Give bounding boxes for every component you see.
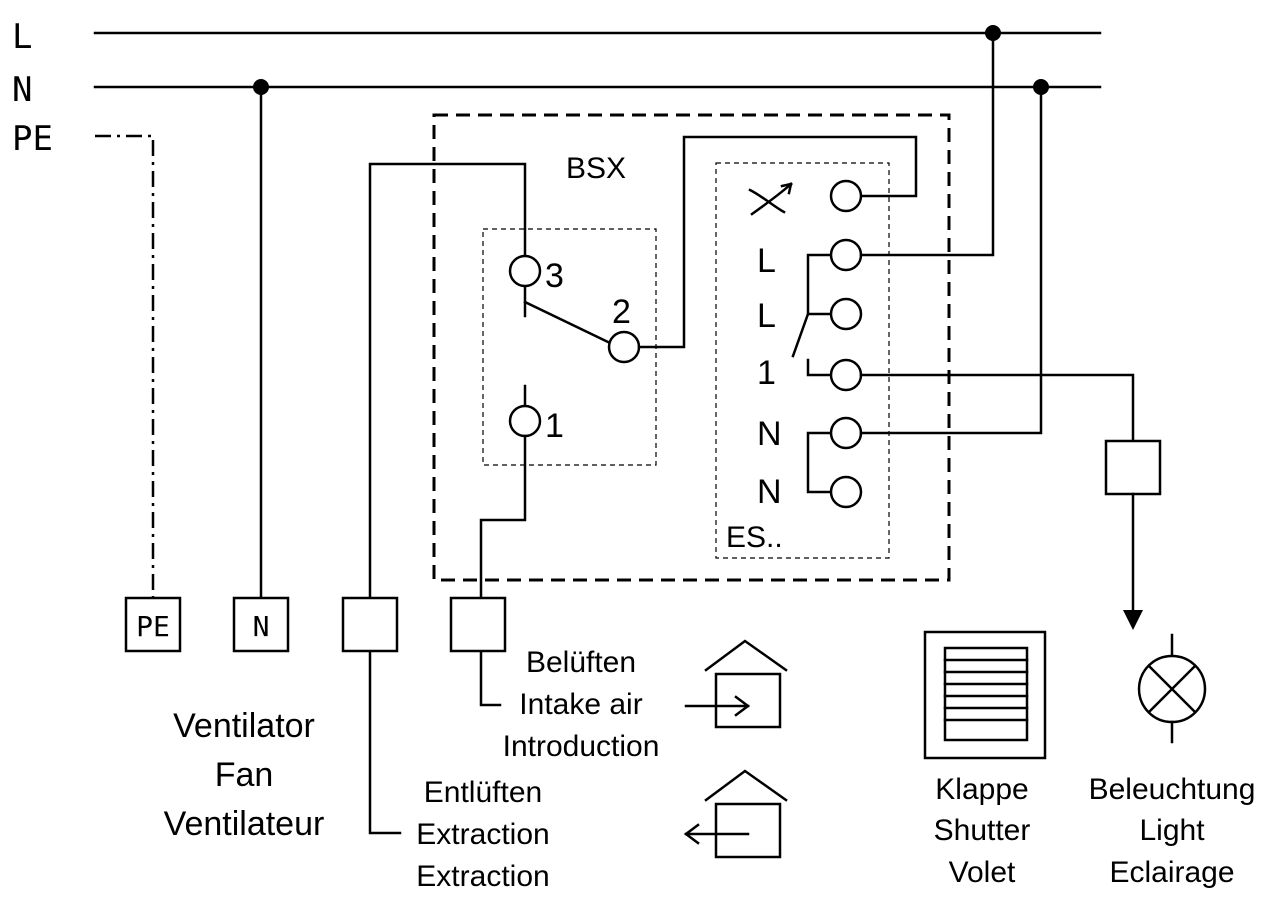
switch-terminal-1 (508, 404, 542, 438)
rail-n-label: N (12, 70, 32, 110)
es-relay-contact (791, 312, 810, 358)
switch-terminal-3 (508, 254, 542, 288)
rail-l-label: L (12, 17, 32, 57)
lamp-icon (1137, 633, 1207, 744)
es-label-l1: L (757, 242, 776, 280)
fan-terminal-pe-label: PE (136, 610, 170, 643)
wire-l-es (859, 31, 995, 257)
wire-extraction (368, 162, 527, 835)
intake-label-de: Belüften (526, 646, 636, 679)
light-label-en: Light (1139, 814, 1205, 847)
light-label-de: Beleuchtung (1089, 773, 1256, 806)
timer-symbol-icon (748, 182, 793, 216)
es-output-stub (806, 358, 834, 377)
es-terminal-n2 (829, 475, 863, 509)
wire-output-light (859, 373, 1135, 443)
switch-label-3: 3 (545, 257, 564, 295)
es-label-out1: 1 (757, 354, 776, 392)
shutter-label-de: Klappe (935, 773, 1028, 806)
es-terminal-l1 (829, 238, 863, 272)
switch-terminal-2 (607, 330, 641, 364)
es-bridge-l (806, 253, 834, 316)
fan-terminal-intake (449, 596, 507, 653)
intake-label-en: Intake air (519, 688, 642, 721)
rail-pe-label: PE (12, 119, 53, 159)
switch-label-1: 1 (545, 407, 564, 445)
fan-terminal-n-label: N (253, 610, 270, 643)
es-module-outline (715, 162, 890, 559)
es-terminal-l2 (829, 297, 863, 331)
shutter-label-fr: Volet (949, 856, 1016, 889)
es-terminal-out1 (829, 358, 863, 392)
arrow-down-icon (1123, 610, 1143, 630)
wire-n-es (859, 85, 1043, 435)
shutter-label-en: Shutter (934, 814, 1031, 847)
fan-terminal-extraction (341, 596, 399, 653)
shutter-icon (923, 630, 1047, 760)
bsx-module-title: BSX (566, 152, 626, 185)
es-label-n2: N (757, 473, 782, 511)
wire-intake (479, 434, 527, 707)
es-bridge-n (806, 431, 834, 494)
es-terminal-n1 (829, 416, 863, 450)
wire-control (637, 135, 918, 349)
house-intake-icon (684, 639, 788, 729)
intake-label-fr: Introduction (503, 730, 660, 763)
fan-title-de: Ventilator (173, 707, 315, 745)
extraction-label-en: Extraction (416, 818, 549, 851)
es-module-name: ES.. (726, 521, 783, 554)
bsx-module-outline (432, 113, 951, 582)
house-extraction-icon (683, 769, 788, 859)
fan-title-fr: Ventilateur (164, 805, 325, 843)
extraction-label-fr: Extraction (416, 860, 549, 893)
es-label-n1: N (757, 415, 782, 453)
es-label-l2: L (757, 297, 776, 335)
switch-label-2: 2 (612, 293, 631, 331)
fan-terminal-pe (124, 596, 182, 653)
light-connection-box (1104, 439, 1162, 496)
fan-terminal-n (232, 596, 290, 653)
fan-title-en: Fan (215, 756, 274, 794)
light-label-fr: Eclairage (1109, 856, 1234, 889)
rail-pe-line (95, 134, 155, 598)
es-terminal-control (829, 179, 863, 213)
extraction-label-de: Entlüften (424, 776, 542, 809)
switch-lever (523, 300, 612, 345)
